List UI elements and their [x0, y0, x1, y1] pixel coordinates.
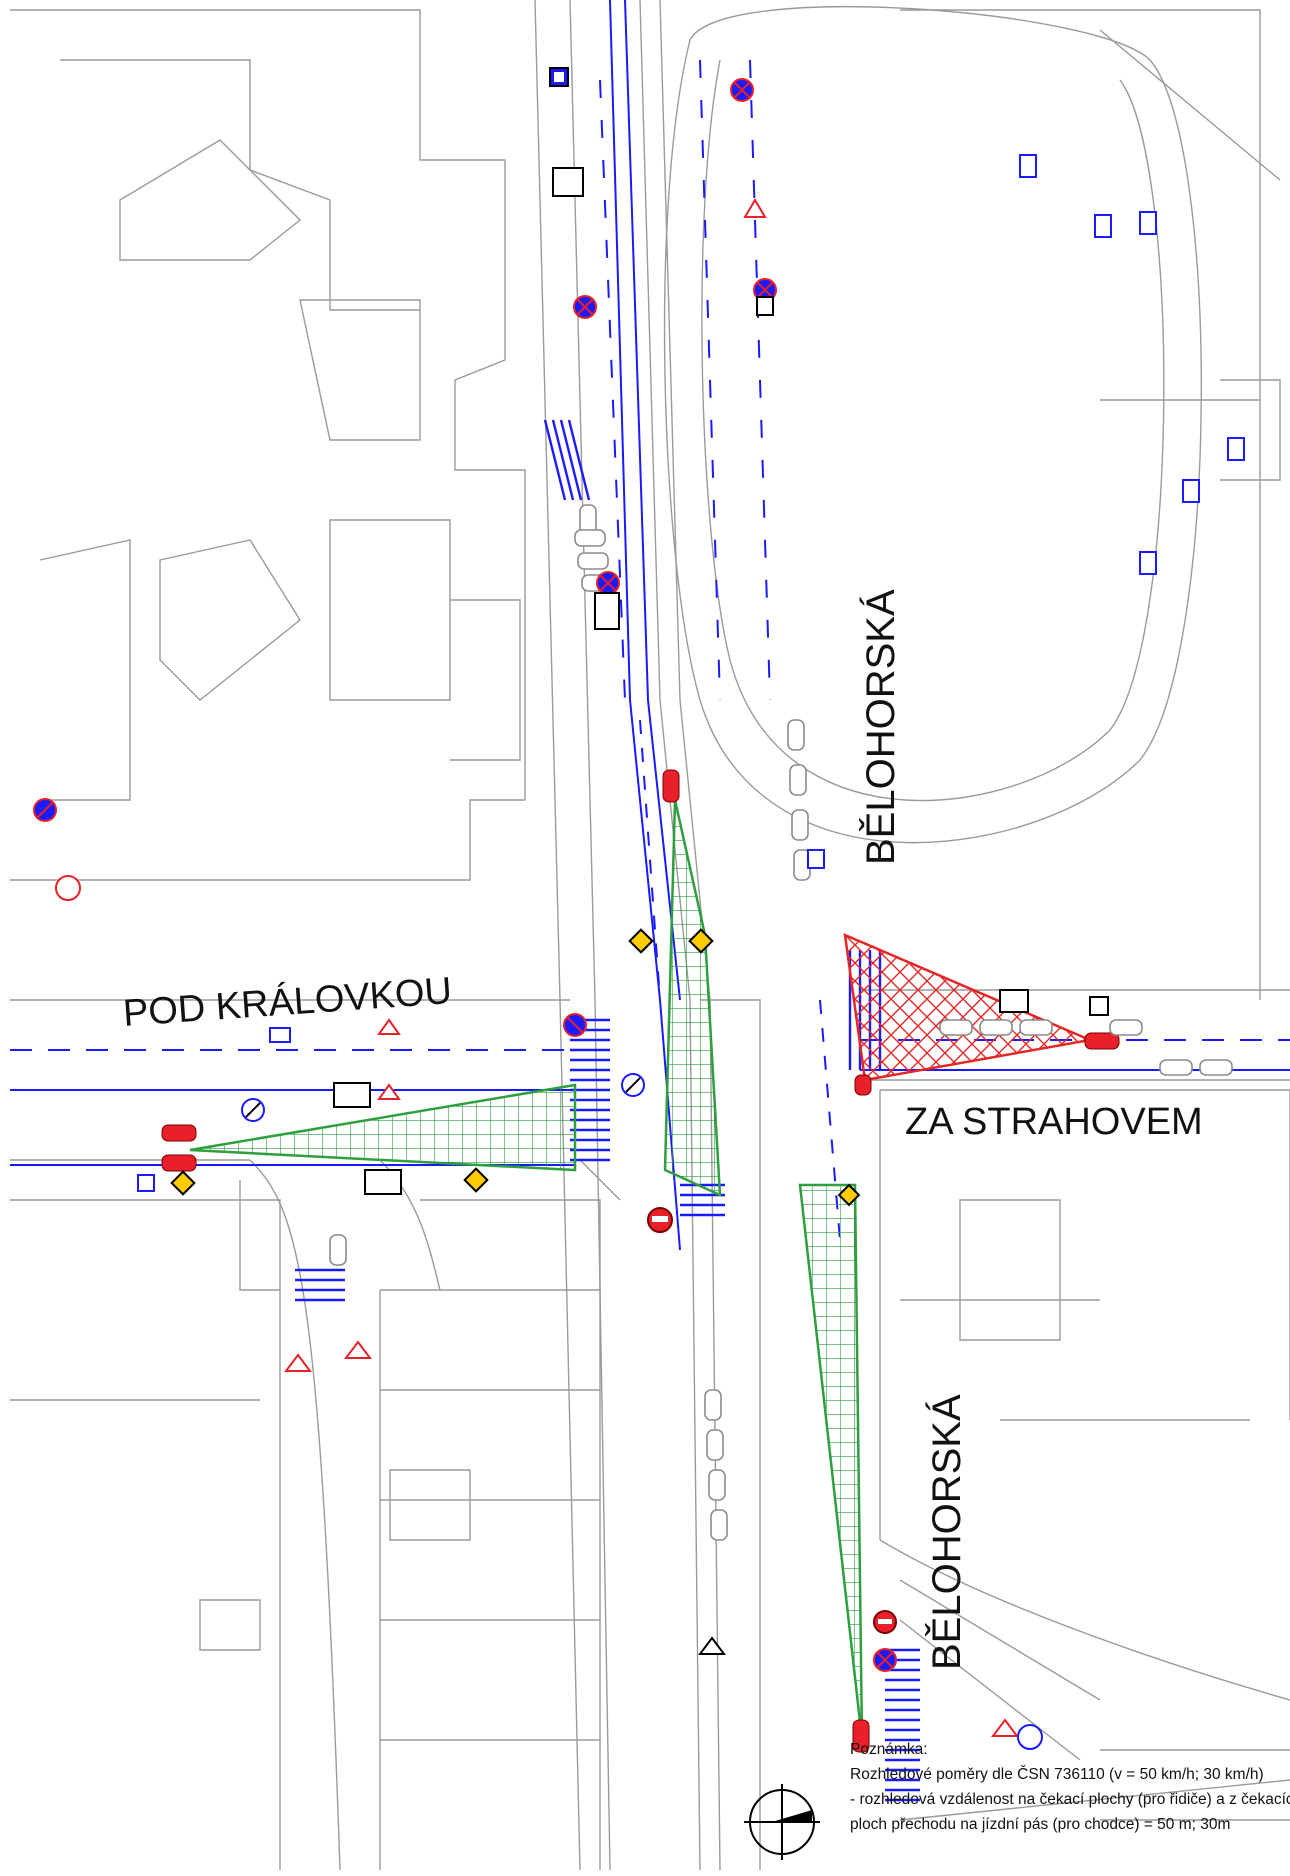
legend-line-1: Rozhledové poměry dle ČSN 736110 (v = 50… [850, 1766, 1264, 1783]
no-stopping-sign-icon [596, 571, 620, 595]
no-stopping-sign-icon [563, 1013, 587, 1037]
crossing-pod-kralovkou-west [295, 1268, 345, 1302]
give-way-sign-icon [377, 1083, 401, 1100]
street-label-belohorska-south: BĚLOHORSKÁ [924, 1394, 969, 1670]
give-way-sign-icon [344, 1340, 372, 1359]
legend-line-3: ploch přechodu na jízdní pás (pro chodce… [850, 1816, 1231, 1833]
warning-sign-icon [743, 198, 767, 218]
vehicle-red [662, 769, 680, 803]
info-sign-icon [1182, 479, 1200, 503]
give-way-sign-icon [377, 1018, 401, 1035]
tram-sign-icon [756, 296, 774, 316]
vehicles-grey [329, 504, 1233, 1541]
traffic-signs [33, 67, 1245, 1750]
hatch-north-west [543, 419, 591, 501]
vehicles-red [161, 769, 1120, 1753]
vehicle-red [1084, 1032, 1120, 1050]
turn-arrow-sign-icon [621, 1073, 645, 1097]
priority-road-sign-icon [628, 928, 654, 954]
lane-direction-sign-icon [364, 1169, 402, 1195]
street-label-pod-kralovkou: POD KRÁLOVKOU [122, 969, 454, 1035]
crossing-belohorska-bottom [885, 1648, 920, 1802]
give-way-sign-icon [284, 1353, 312, 1372]
no-entry-sign-icon [33, 798, 57, 822]
vehicle-red [161, 1154, 197, 1172]
no-stopping-sign-icon [573, 295, 597, 319]
no-entry-sign-icon [647, 1207, 673, 1233]
lane-direction-sign-icon [594, 592, 620, 630]
vehicle-red [852, 1719, 870, 1753]
bus-stop-sign-icon [269, 1027, 291, 1043]
legend-note: Poznámka: Rozhledové poměry dle ČSN 7361… [850, 1737, 1290, 1837]
give-way-sign-icon [991, 1718, 1019, 1737]
crossing-pod-kralovkou-east [570, 1018, 610, 1162]
legend-line-2: - rozhledová vzdálenost na čekací plochy… [850, 1791, 1290, 1808]
legend-title: Poznámka: [850, 1741, 928, 1758]
info-sign-icon [1019, 154, 1037, 178]
parking-sign-icon [807, 849, 825, 869]
no-stopping-sign-icon [873, 1648, 897, 1672]
info-sign-icon [1139, 551, 1157, 575]
priority-road-sign-icon [837, 1183, 861, 1207]
info-sign-icon [549, 67, 569, 87]
priority-road-sign-icon [463, 1167, 489, 1193]
north-arrow-icon [744, 1784, 820, 1860]
info-sign-icon [1227, 437, 1245, 461]
sight-triangle-belohorska-south [798, 1183, 864, 1741]
sight-triangle-belohorska-north [663, 799, 722, 1197]
turn-arrow-sign-icon [241, 1098, 265, 1122]
street-label-belohorska-north: BĚLOHORSKÁ [858, 589, 903, 865]
pedestrian-sign-icon [1089, 996, 1109, 1016]
priority-road-sign-icon [688, 928, 714, 954]
info-sign-icon [1094, 214, 1112, 238]
lane-direction-sign-icon [333, 1082, 371, 1108]
priority-road-sign-icon [170, 1170, 196, 1196]
lane-direction-sign-icon [552, 167, 584, 197]
sight-triangle-za-strahovem [843, 932, 1095, 1082]
bus-stop-sign-icon [137, 1174, 155, 1192]
give-way-sign-icon [698, 1636, 726, 1655]
no-entry-sign-icon [873, 1610, 897, 1634]
vehicle-red [854, 1074, 872, 1096]
sight-triangle-pod-kralovkou [189, 1083, 577, 1172]
roundabout-sign-icon [1017, 1724, 1043, 1750]
lane-markings [10, 0, 1290, 1251]
lane-direction-sign-icon [999, 989, 1029, 1013]
street-label-za-strahovem: ZA STRAHOVEM [905, 1101, 1203, 1143]
no-stopping-sign-icon [730, 78, 754, 102]
prohibition-sign-icon [55, 875, 81, 901]
info-sign-icon [1139, 211, 1157, 235]
base-linework [10, 0, 1290, 1871]
vehicle-red [161, 1124, 197, 1142]
